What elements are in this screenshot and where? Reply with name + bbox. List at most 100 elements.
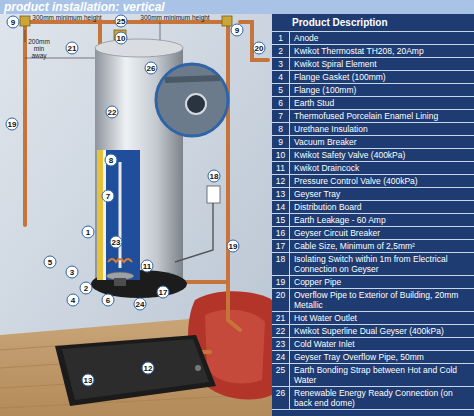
table-text: Copper Pipe — [290, 276, 474, 288]
table-number: 25 — [272, 364, 290, 386]
dimension-label: 200mm min away — [28, 38, 50, 59]
product-table: Product Description1Anode2Kwikot Thermos… — [272, 14, 474, 416]
table-number: 10 — [272, 149, 290, 161]
table-text: Distribution Board — [290, 201, 474, 213]
table-row: 5Flange (100mm) — [272, 84, 474, 97]
callout-number: 9 — [7, 16, 20, 29]
table-number: 11 — [272, 162, 290, 174]
table-number: 9 — [272, 136, 290, 148]
callout-number: 8 — [105, 154, 118, 167]
table-text: Earth Bonding Strap between Hot and Cold… — [290, 364, 474, 386]
table-number: 14 — [272, 201, 290, 213]
callout-number: 18 — [208, 170, 221, 183]
table-number: 1 — [272, 32, 290, 44]
callout-number: 19 — [227, 240, 240, 253]
callout-number: 20 — [253, 42, 266, 55]
table-number: 16 — [272, 227, 290, 239]
table-text: Flange (100mm) — [290, 84, 474, 96]
table-number: 6 — [272, 97, 290, 109]
table-row: 20Overflow Pipe to Exterior of Building,… — [272, 289, 474, 312]
table-number: 22 — [272, 325, 290, 337]
callout-number: 24 — [134, 298, 147, 311]
table-number: 7 — [272, 110, 290, 122]
table-row: 10Kwikot Safety Valve (400kPa) — [272, 149, 474, 162]
table-number: 3 — [272, 58, 290, 70]
table-text: Urethane Insulation — [290, 123, 474, 135]
table-number: 15 — [272, 214, 290, 226]
table-row: 18Isolating Switch within 1m from Electr… — [272, 253, 474, 276]
table-number: 21 — [272, 312, 290, 324]
table-text: Hot Water Outlet — [290, 312, 474, 324]
table-text: Cold Water Inlet — [290, 338, 474, 350]
table-row: 26Renewable Energy Ready Connection (on … — [272, 387, 474, 410]
table-number: 13 — [272, 188, 290, 200]
callout-number: 11 — [141, 260, 154, 273]
table-text: Overflow Pipe to Exterior of Building, 2… — [290, 289, 474, 311]
table-number: 4 — [272, 71, 290, 83]
table-text: Kwikot Superline Dual Geyser (400kPa) — [290, 325, 474, 337]
callout-number: 3 — [66, 266, 79, 279]
table-number: 24 — [272, 351, 290, 363]
callout-number: 6 — [102, 294, 115, 307]
table-text: Isolating Switch within 1m from Electric… — [290, 253, 474, 275]
table-text: Cable Size, Minimum of 2,5mm² — [290, 240, 474, 252]
table-text: Flange Gasket (100mm) — [290, 71, 474, 83]
table-text: Pressure Control Valve (400kPa) — [290, 175, 474, 187]
table-row: 4Flange Gasket (100mm) — [272, 71, 474, 84]
callout-number: 4 — [67, 294, 80, 307]
table-row: 2Kwikot Thermostat TH208, 20Amp — [272, 45, 474, 58]
table-text: Geyser Tray — [290, 188, 474, 200]
callout-number: 23 — [110, 236, 123, 249]
table-row: 7Thermofused Porcelain Enamel Lining — [272, 110, 474, 123]
table-number: 17 — [272, 240, 290, 252]
table-row: 15Earth Leakage - 60 Amp — [272, 214, 474, 227]
table-number: 19 — [272, 276, 290, 288]
callout-number: 25 — [115, 15, 128, 28]
table-row: 11Kwikot Draincock — [272, 162, 474, 175]
table-text: Kwikot Thermostat TH208, 20Amp — [290, 45, 474, 57]
table-number: 2 — [272, 45, 290, 57]
table-text: Kwikot Safety Valve (400kPa) — [290, 149, 474, 161]
table-text: Geyser Circuit Breaker — [290, 227, 474, 239]
dimension-label: 300mm minimum height — [32, 14, 102, 21]
table-text: Anode — [290, 32, 474, 44]
table-row: 9Vacuum Breaker — [272, 136, 474, 149]
table-number: 18 — [272, 253, 290, 275]
table-text: Renewable Energy Ready Connection (on ba… — [290, 387, 474, 409]
title: product installation: vertical — [4, 0, 165, 14]
dimension-label: 300mm minimum height — [140, 14, 210, 21]
callout-number: 17 — [157, 286, 170, 299]
callout-number: 1 — [82, 226, 95, 239]
table-row: 3Kwikot Spiral Element — [272, 58, 474, 71]
callout-number: 26 — [145, 62, 158, 75]
callout-number: 19 — [6, 118, 19, 131]
callout-number: 5 — [44, 256, 57, 269]
table-text: Geyser Tray Overflow Pipe, 50mm — [290, 351, 474, 363]
table-row: 24Geyser Tray Overflow Pipe, 50mm — [272, 351, 474, 364]
table-row: 16Geyser Circuit Breaker — [272, 227, 474, 240]
table-row: 21Hot Water Outlet — [272, 312, 474, 325]
callout-number: 21 — [66, 42, 79, 55]
table-number: 5 — [272, 84, 290, 96]
table-header: Product Description — [272, 14, 474, 32]
table-row: 22Kwikot Superline Dual Geyser (400kPa) — [272, 325, 474, 338]
callout-number: 10 — [115, 32, 128, 45]
table-number: 23 — [272, 338, 290, 350]
table-text: Vacuum Breaker — [290, 136, 474, 148]
table-text: Kwikot Spiral Element — [290, 58, 474, 70]
callout-number: 22 — [106, 106, 119, 119]
table-row: 14Distribution Board — [272, 201, 474, 214]
callout-number: 13 — [82, 374, 95, 387]
table-row: 17Cable Size, Minimum of 2,5mm² — [272, 240, 474, 253]
table-number: 26 — [272, 387, 290, 409]
table-text: Earth Leakage - 60 Amp — [290, 214, 474, 226]
table-number: 12 — [272, 175, 290, 187]
table-row: 13Geyser Tray — [272, 188, 474, 201]
table-number: 20 — [272, 289, 290, 311]
callout-number: 2 — [80, 282, 93, 295]
callout-number: 9 — [231, 24, 244, 37]
table-row: 19Copper Pipe — [272, 276, 474, 289]
table-text: Thermofused Porcelain Enamel Lining — [290, 110, 474, 122]
table-row: 8Urethane Insulation — [272, 123, 474, 136]
table-text: Earth Stud — [290, 97, 474, 109]
